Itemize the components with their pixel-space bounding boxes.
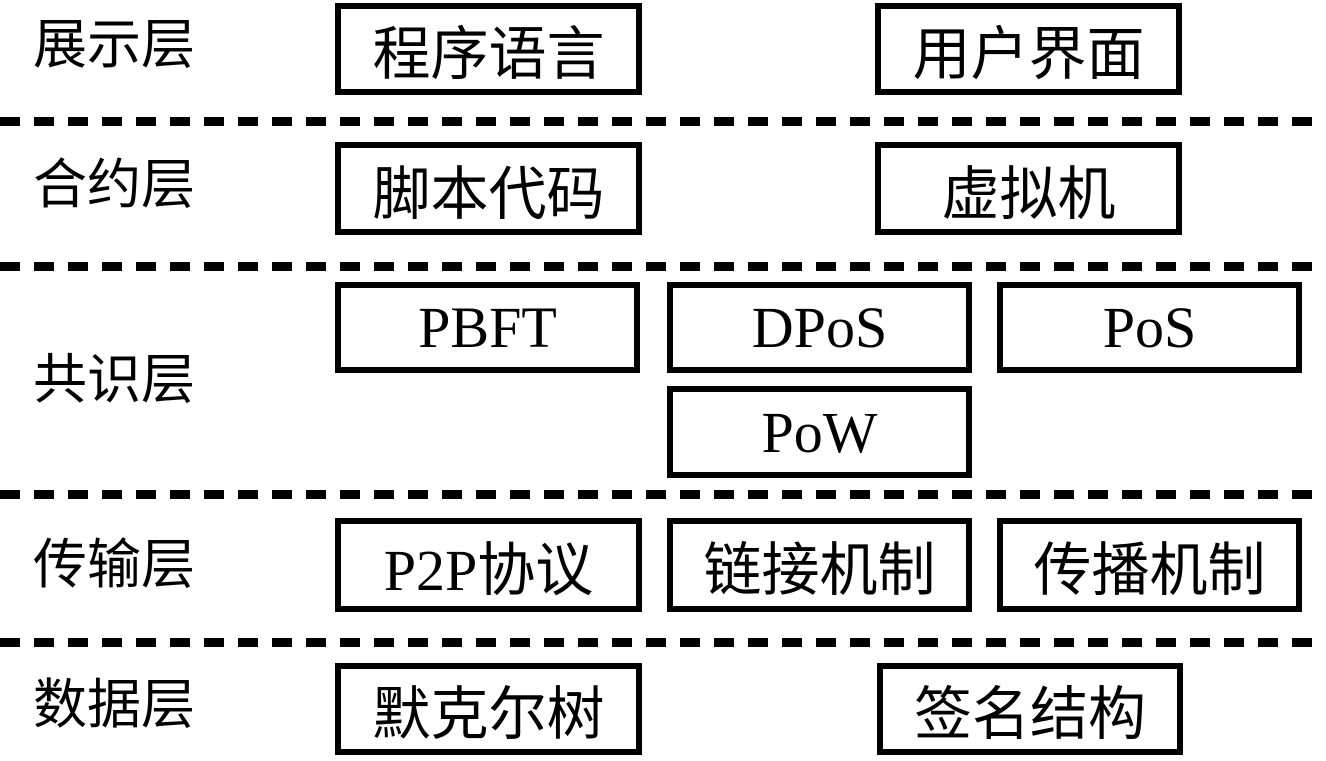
layer-divider <box>0 117 1326 126</box>
box-user-interface: 用户界面 <box>875 3 1182 95</box>
box-p2p-protocol: P2P协议 <box>335 518 642 612</box>
layer-label-contract: 合约层 <box>33 155 195 215</box>
layer-divider <box>0 262 1326 271</box>
layer-divider <box>0 638 1326 647</box>
layer-label-transport: 传输层 <box>33 535 195 595</box>
box-merkle-tree: 默克尔树 <box>335 663 642 755</box>
box-propagation-mechanism: 传播机制 <box>997 518 1302 612</box>
box-script-code: 脚本代码 <box>335 142 642 235</box>
box-pow: PoW <box>667 386 972 478</box>
layer-label-consensus: 共识层 <box>33 350 195 410</box>
box-pos: PoS <box>997 282 1302 373</box>
box-dpos: DPoS <box>667 282 972 373</box>
box-signature-structure: 签名结构 <box>877 663 1183 755</box>
box-pbft: PBFT <box>335 282 640 373</box>
layer-divider <box>0 490 1326 499</box>
box-link-mechanism: 链接机制 <box>667 518 972 612</box>
layer-label-presentation: 展示层 <box>33 15 195 75</box>
box-virtual-machine: 虚拟机 <box>875 142 1182 235</box>
layer-label-data: 数据层 <box>33 675 195 735</box>
box-programming-language: 程序语言 <box>335 3 642 95</box>
